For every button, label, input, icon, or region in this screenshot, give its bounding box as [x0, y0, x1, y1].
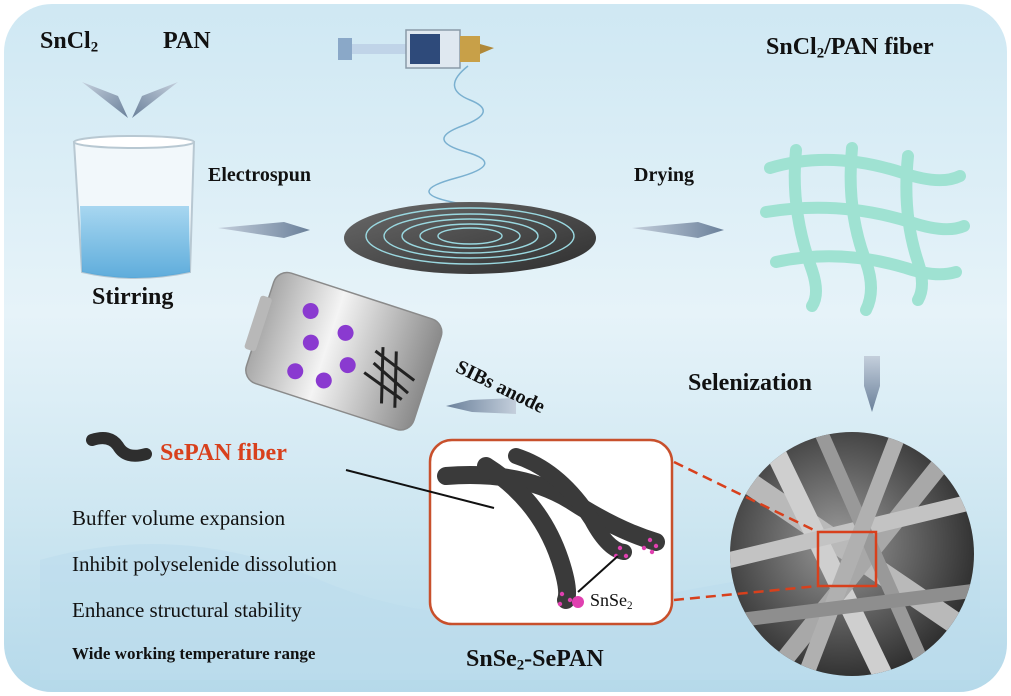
electrospun-label: Electrospun [208, 164, 311, 186]
sepan-fiber-icon [86, 432, 152, 462]
sem-highlight-box [816, 530, 878, 588]
pan-label: PAN [163, 28, 211, 54]
syringe [338, 29, 494, 69]
sncl2-pan-fiber-mesh [760, 142, 970, 316]
battery [244, 271, 443, 431]
benefit-1: Buffer volume expansion [72, 506, 286, 530]
sepan-pointer-line [345, 469, 495, 509]
snse2-legend-dot [572, 596, 584, 608]
sncl2-pan-fiber-label: SnCl2/PAN fiber [766, 34, 934, 62]
drying-arrow [632, 222, 724, 238]
pan-arrow [132, 82, 178, 118]
benefit-2: Inhibit polyselenide dissolution [72, 552, 337, 576]
beaker [72, 135, 196, 279]
sepan-fibers-zoom [437, 448, 665, 609]
sncl2-label: SnCl2 [40, 28, 99, 56]
stirring-label: Stirring [92, 284, 174, 310]
snse2-pointer [577, 555, 619, 593]
background-texture [40, 544, 980, 680]
dashed-connector-bottom [673, 584, 819, 602]
selenization-arrow [864, 356, 880, 412]
snse2-sepan-label: SnSe2-SePAN [466, 646, 604, 674]
snse2-dot-label: SnSe2 [590, 590, 633, 612]
electrospun-arrow [218, 222, 310, 238]
sem-image [730, 432, 974, 676]
sepan-fiber-label: SePAN fiber [160, 440, 287, 466]
sncl2-arrow [82, 82, 128, 118]
benefit-4: Wide working temperature range [72, 644, 316, 663]
battery-anode-fibers [363, 347, 416, 408]
drying-label: Drying [634, 164, 694, 186]
sibs-anode-arrow [446, 398, 516, 414]
dashed-connector-top [673, 460, 819, 534]
sodium-ions [287, 303, 356, 389]
snse2-particles [557, 537, 659, 607]
benefit-3: Enhance structural stability [72, 598, 302, 622]
collector-disk [344, 202, 596, 274]
selenization-label: Selenization [688, 370, 812, 396]
